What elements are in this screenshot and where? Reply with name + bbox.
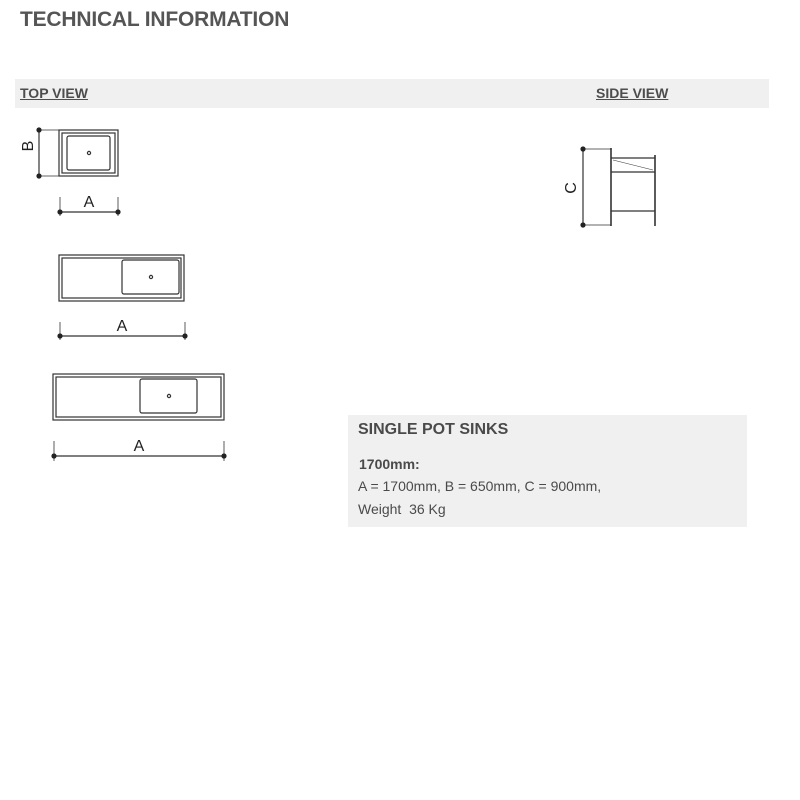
page-title: TECHNICAL INFORMATION bbox=[20, 8, 290, 31]
top-view-sink-small bbox=[58, 129, 119, 177]
dimension-c-line bbox=[582, 148, 611, 226]
top-view-sink-long bbox=[52, 373, 225, 421]
dimension-b-line bbox=[38, 129, 59, 177]
views-header-band bbox=[15, 79, 769, 108]
spec-panel: SINGLE POT SINKS 1700mm: A = 1700mm, B =… bbox=[348, 415, 747, 527]
spec-heading: SINGLE POT SINKS bbox=[358, 421, 509, 438]
spec-weight: Weight 36 Kg bbox=[358, 501, 446, 517]
top-view-label: TOP VIEW bbox=[20, 85, 88, 101]
dimension-a-label-2: A bbox=[117, 318, 128, 335]
spec-size-label: 1700mm: bbox=[359, 456, 420, 472]
dimension-dots bbox=[36, 127, 586, 459]
spec-dimensions: A = 1700mm, B = 650mm, C = 900mm, bbox=[358, 478, 602, 494]
top-view-sink-medium bbox=[58, 254, 185, 302]
side-view-label: SIDE VIEW bbox=[596, 85, 669, 101]
side-view-sink bbox=[610, 148, 656, 226]
dimension-a-label-3: A bbox=[134, 438, 145, 455]
dimension-b-label: B bbox=[20, 141, 37, 152]
dimension-c-label: C bbox=[563, 182, 580, 194]
dimension-a-label-1: A bbox=[84, 194, 95, 211]
